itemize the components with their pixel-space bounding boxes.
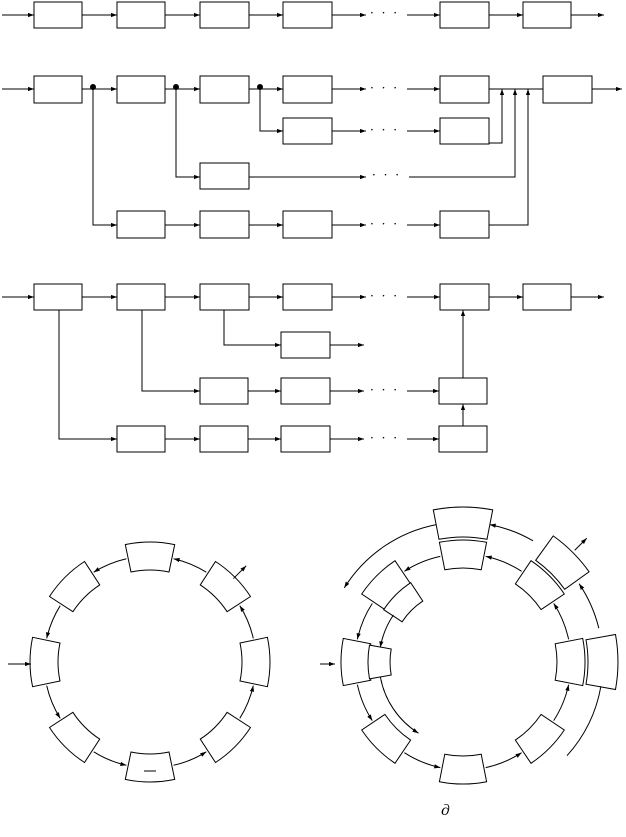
block-c-branch2-n [438,377,488,405]
block-a-2 [116,1,166,29]
block-c-branch1-2 [199,425,249,453]
block-b-n [439,75,490,104]
ring-right-mid-block-8 [514,713,565,764]
block-c-branch1-3 [280,425,331,453]
block-a-out [522,1,572,29]
block-c-1 [33,283,83,311]
ring-right-mid-block-1 [554,637,586,687]
block-a-3 [199,1,250,29]
block-b-branch1-n [439,210,490,239]
diagram-c-feeding-branches: · · · · · · · · · [2,283,604,453]
ring-right-mid-block-6 [361,713,412,764]
block-b-1 [33,75,83,104]
block-c-3 [199,283,250,311]
diagram-b-parallel-branches: · · · · · · · · · · · · [2,75,622,239]
ellipsis-a: · · · [370,6,399,20]
ring-left-block-5 [29,636,61,688]
diagram-ring-nested [320,506,619,785]
ring-left-block-8 [199,711,252,764]
ring-right-mid-block-5 [340,637,372,687]
ring-right-outer-top [432,506,494,540]
diagram-a-serial-chain: · · · [2,1,604,29]
ring-left-block-3 [124,541,176,573]
block-c-branch3-1 [280,331,331,359]
ellipsis-b1: · · · [370,81,399,95]
ring-left-block-7 [124,751,176,783]
ring-right-inner-upper-left [383,582,424,623]
block-c-out [522,283,572,311]
block-c-n [439,283,490,311]
block-b-branch2-1 [199,162,250,190]
ellipsis-b2: · · · [370,123,399,137]
ellipsis-c2: · · · [370,383,399,397]
block-b-branch1-2 [199,210,250,239]
block-b-4 [282,75,333,104]
block-b-branch1-3 [282,210,333,239]
block-c-branch2-2 [280,377,331,405]
ellipsis-b3: · · · [372,168,401,182]
ring-right-outer-upper-right [535,535,590,590]
ellipsis-c1: · · · [370,289,399,303]
block-b-branch1-1 [116,210,166,239]
ring-left-block-2 [199,560,252,613]
ring-right-mid-block-3 [438,539,488,571]
diagram-ring-single [8,541,271,783]
ring-right-inner-left [367,644,392,680]
ring-right-mid-block-2 [514,560,565,611]
ellipsis-c3: · · · [370,431,399,445]
block-a-4 [282,1,333,29]
block-b-2 [116,75,166,104]
block-a-n [439,1,490,29]
ring-right-mid-block-7 [438,753,488,785]
block-b-out [542,75,593,104]
block-b-3 [199,75,250,104]
block-b-branch3-1 [282,117,333,145]
block-b-branch3-n [439,117,490,145]
ring-left-block-6 [48,711,101,764]
block-c-branch1-n [438,425,488,453]
block-c-branch1-1 [116,425,166,453]
block-a-1 [33,1,83,29]
ellipsis-b4: · · · [370,217,399,231]
ring-left-block-1 [239,636,271,688]
block-c-2 [116,283,166,311]
block-c-4 [282,283,333,311]
ring-left-block-4 [48,560,101,613]
ring-right-outer-right [585,633,619,691]
figure-caption-d: д [441,803,450,819]
block-c-branch2-1 [199,377,249,405]
